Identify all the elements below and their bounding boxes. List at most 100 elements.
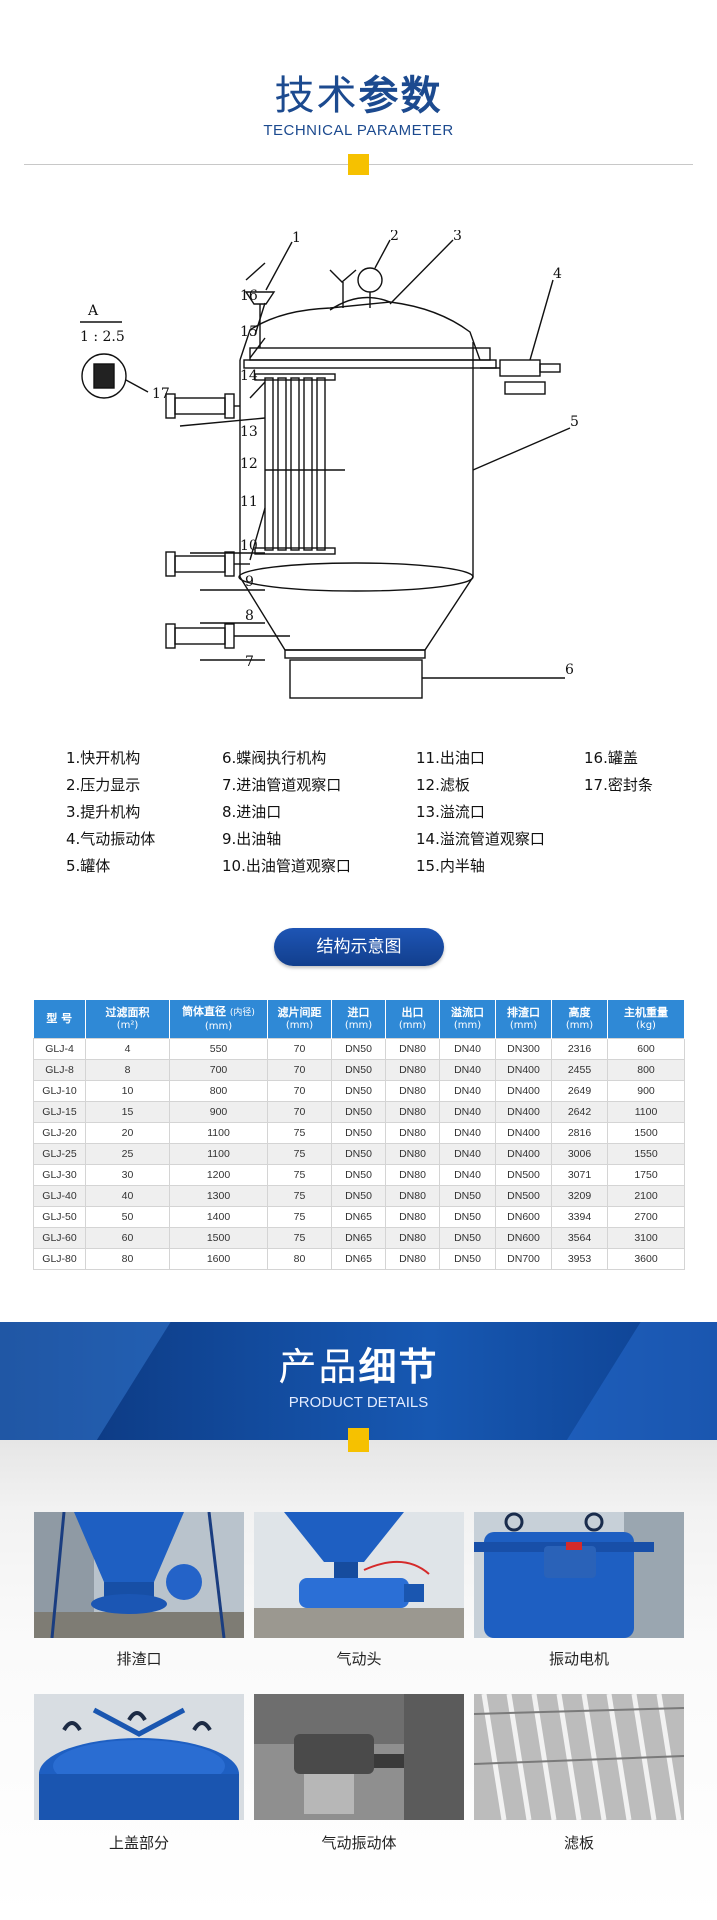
- table-cell: DN600: [495, 1226, 552, 1249]
- table-cell: 75: [267, 1142, 332, 1165]
- header-unit: (mm): [398, 1019, 427, 1031]
- table-cell: DN40: [439, 1037, 496, 1060]
- table-cell: 550: [169, 1037, 268, 1060]
- filter-plates-image: [474, 1694, 684, 1820]
- table-cell: DN40: [439, 1079, 496, 1102]
- header-unit: (m²): [116, 1019, 139, 1031]
- callout-3: 3: [453, 230, 462, 244]
- photo-slag-outlet: [34, 1512, 244, 1638]
- header-label: 进口: [347, 1005, 370, 1019]
- legend-item: 4.气动振动体: [66, 830, 156, 848]
- callout-13: 13: [240, 424, 258, 440]
- table-cell: DN500: [495, 1163, 552, 1186]
- table-cell: 1750: [607, 1163, 685, 1186]
- table-cell: DN50: [331, 1163, 386, 1186]
- table-cell: DN50: [331, 1121, 386, 1144]
- table-cell: DN80: [385, 1079, 440, 1102]
- callout-8: 8: [245, 608, 254, 624]
- table-cell: 75: [267, 1121, 332, 1144]
- table-cell: 4: [85, 1037, 170, 1060]
- table-cell: DN40: [439, 1100, 496, 1123]
- table-cell: DN400: [495, 1079, 552, 1102]
- structure-diagram-label: 结构示意图: [274, 928, 444, 966]
- legend-item: 16.罐盖: [584, 749, 638, 767]
- table-cell: DN400: [495, 1121, 552, 1144]
- model-cell: GLJ-60: [33, 1226, 86, 1249]
- table-cell: 3006: [551, 1142, 608, 1165]
- table-cell: 3071: [551, 1163, 608, 1186]
- table-cell: 30: [85, 1163, 170, 1186]
- table-cell: DN400: [495, 1142, 552, 1165]
- table-cell: 2649: [551, 1079, 608, 1102]
- table-cell: 3209: [551, 1184, 608, 1207]
- header-unit: (mm): [509, 1019, 538, 1031]
- callout-1: 1: [292, 230, 301, 246]
- model-cell: GLJ-10: [33, 1079, 86, 1102]
- table-cell: DN300: [495, 1037, 552, 1060]
- table-cell: DN50: [331, 1142, 386, 1165]
- header-label: 滤片间距: [277, 1005, 322, 1019]
- table-cell: 1300: [169, 1184, 268, 1207]
- table-cell: DN80: [385, 1121, 440, 1144]
- table-cell: 800: [169, 1079, 268, 1102]
- header-label: 过滤面积: [105, 1005, 150, 1019]
- callout-16: 16: [240, 288, 258, 304]
- top-cover-image: [34, 1694, 244, 1820]
- table-cell: DN400: [495, 1100, 552, 1123]
- photo-caption: 上盖部分: [108, 1834, 169, 1852]
- table-cell: 800: [607, 1058, 685, 1081]
- title-light: 产品: [278, 1345, 359, 1389]
- header-unit: (mm): [344, 1019, 373, 1031]
- table-cell: DN50: [439, 1247, 496, 1270]
- photo-caption: 气动头: [336, 1650, 382, 1668]
- header-label: 溢流口: [451, 1005, 484, 1019]
- table-cell: 75: [267, 1205, 332, 1228]
- callout-6: 6: [565, 662, 574, 678]
- photo-caption: 振动电机: [548, 1650, 609, 1668]
- table-cell: DN80: [385, 1205, 440, 1228]
- callout-15: 15: [240, 324, 258, 340]
- photo-caption: 滤板: [563, 1834, 594, 1852]
- callout-17: 17: [152, 386, 170, 402]
- model-cell: GLJ-20: [33, 1121, 86, 1144]
- table-cell: 75: [267, 1184, 332, 1207]
- callout-11: 11: [240, 494, 258, 510]
- header-unit: (mm): [204, 1020, 233, 1032]
- yellow-square-marker: [348, 1428, 369, 1452]
- legend-item: 13.溢流口: [416, 803, 485, 821]
- table-cell: 3953: [551, 1247, 608, 1270]
- table-cell: 80: [267, 1247, 332, 1270]
- slag-outlet-image: [34, 1512, 244, 1638]
- table-cell: DN65: [331, 1205, 386, 1228]
- table-cell: 1100: [607, 1100, 685, 1123]
- section-title: 产品细节: [0, 1344, 717, 1390]
- table-cell: 40: [85, 1184, 170, 1207]
- header-cell: 过滤面积(m²): [85, 1000, 170, 1038]
- table-cell: 2316: [551, 1037, 608, 1060]
- legend-item: 9.出油轴: [222, 830, 282, 848]
- scale-ratio: 1 : 2.5: [80, 329, 125, 345]
- table-cell: DN65: [331, 1226, 386, 1249]
- section-title: 技术参数: [0, 72, 717, 120]
- model-cell: GLJ-30: [33, 1163, 86, 1186]
- model-cell: GLJ-50: [33, 1205, 86, 1228]
- callout-4: 4: [553, 266, 562, 282]
- header-unit: (mm): [565, 1019, 594, 1031]
- header-unit-inline: (内径): [229, 1007, 255, 1018]
- table-cell: DN50: [331, 1100, 386, 1123]
- component-legend: 1.快开机构 6.蝶阀执行机构 11.出油口 16.罐盖 2.压力显示 7.进油…: [66, 748, 686, 877]
- table-cell: 2455: [551, 1058, 608, 1081]
- table-cell: DN400: [495, 1058, 552, 1081]
- table-cell: 2100: [607, 1184, 685, 1207]
- table-cell: 1100: [169, 1121, 268, 1144]
- table-cell: 10: [85, 1079, 170, 1102]
